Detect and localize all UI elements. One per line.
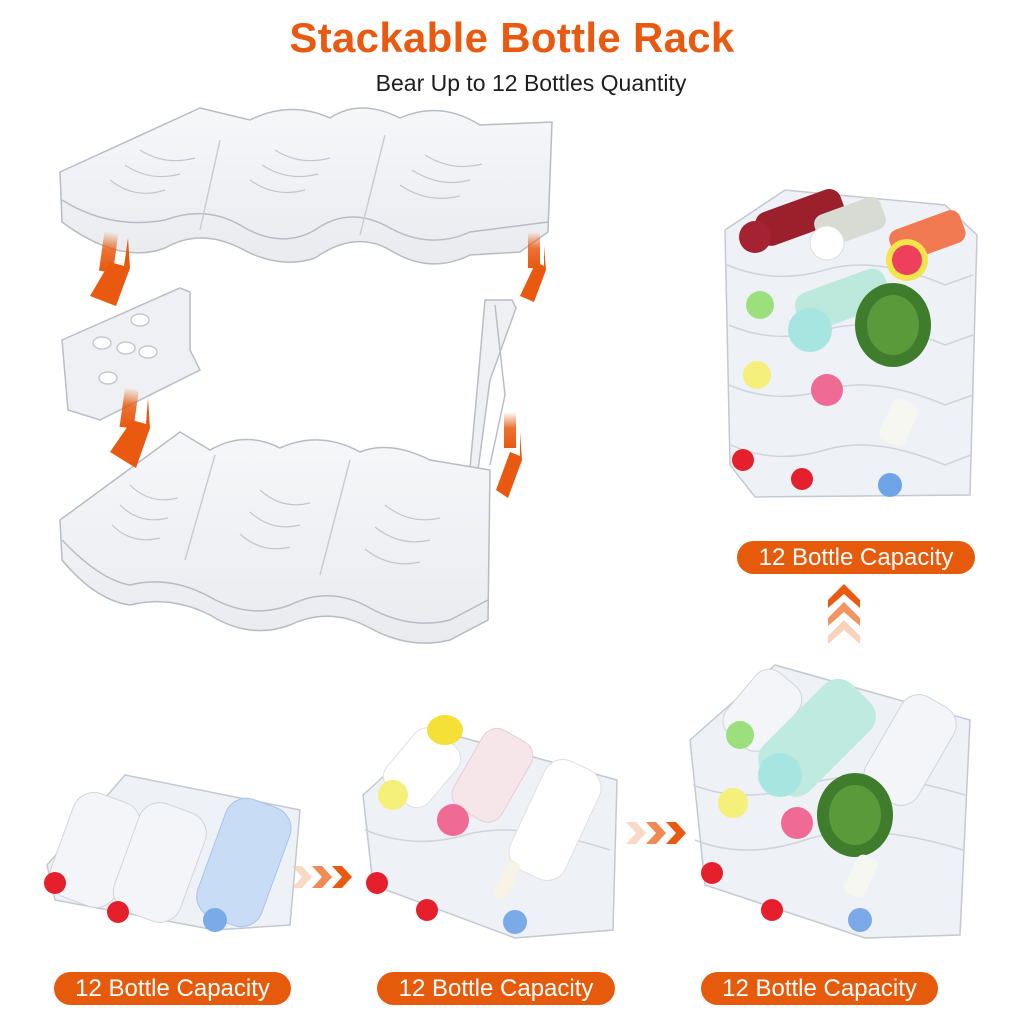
four-tier-rack-photo [715, 175, 985, 505]
capacity-badge-two-tier: 12 Bottle Capacity [377, 972, 615, 1005]
arrow-down-right-upper [520, 232, 546, 302]
three-tier-rack-photo [685, 655, 980, 940]
page-subtitle: Bear Up to 12 Bottles Quantity [375, 70, 687, 96]
arrow-down-right-lower [496, 412, 522, 498]
two-tier-rack-photo [355, 710, 625, 940]
assembly-diagram [0, 100, 600, 660]
capacity-badge-one-tier: 12 Bottle Capacity [54, 972, 291, 1005]
chevron-right-icon [624, 820, 690, 846]
arrow-down-left-upper [90, 231, 130, 306]
right-side-connector [469, 299, 517, 471]
left-side-connector [61, 287, 202, 421]
page-title: Stackable Bottle Rack [289, 14, 735, 61]
arrow-down-left-lower [110, 387, 150, 468]
top-tray [59, 107, 553, 265]
bottom-tray [59, 431, 491, 644]
one-tier-rack-photo [35, 755, 305, 935]
capacity-badge-four-tier: 12 Bottle Capacity [737, 541, 975, 574]
chevron-up-icon [826, 582, 862, 654]
chevron-right-icon [290, 864, 356, 890]
capacity-badge-three-tier: 12 Bottle Capacity [701, 972, 938, 1005]
